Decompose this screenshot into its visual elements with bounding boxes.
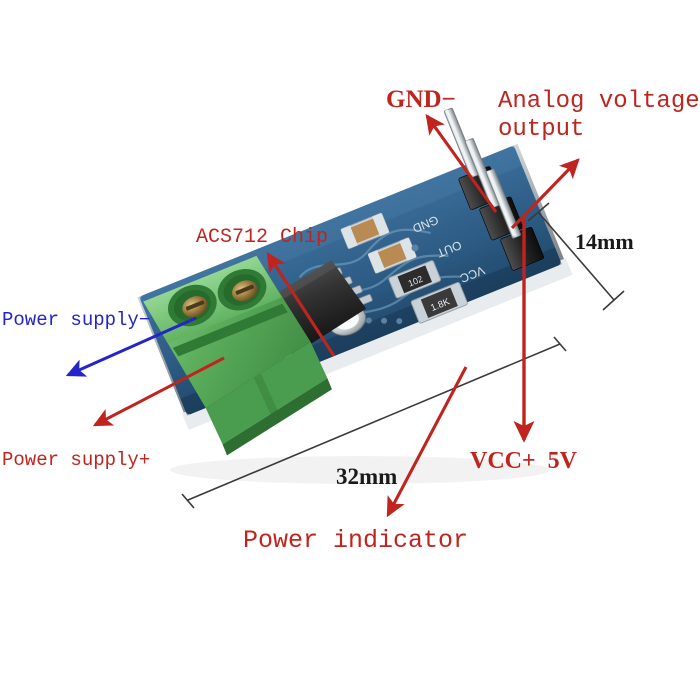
arrow-acs712: [266, 251, 336, 357]
label-gnd: GND−: [386, 86, 456, 113]
label-power-indicator: Power indicator: [243, 526, 469, 555]
label-dimension-14mm: 14mm: [575, 229, 634, 254]
arrow-power-indicator: [386, 366, 468, 518]
arrow-gnd: [425, 113, 498, 213]
svg-text:102: 102: [407, 274, 425, 289]
label-power-supply-minus: Power supply−: [2, 309, 151, 331]
label-dimension-32mm: 32mm: [336, 464, 398, 489]
svg-text:VCC: VCC: [458, 263, 487, 286]
svg-text:GND: GND: [410, 213, 440, 236]
arrow-analog-output: [510, 158, 580, 230]
label-power-supply-plus: Power supply+: [2, 449, 151, 471]
label-vcc-5v: VCC+ 5V: [470, 448, 578, 474]
label-analog-voltage-output: Analog voltage output: [498, 88, 700, 143]
svg-text:OUT: OUT: [434, 238, 463, 261]
dimension-line-14mm: [537, 211, 615, 301]
svg-text:1.8K: 1.8K: [429, 296, 452, 314]
arrow-power-supply-plus: [92, 356, 225, 427]
label-acs712-chip: ACS712 Chip: [196, 226, 329, 249]
